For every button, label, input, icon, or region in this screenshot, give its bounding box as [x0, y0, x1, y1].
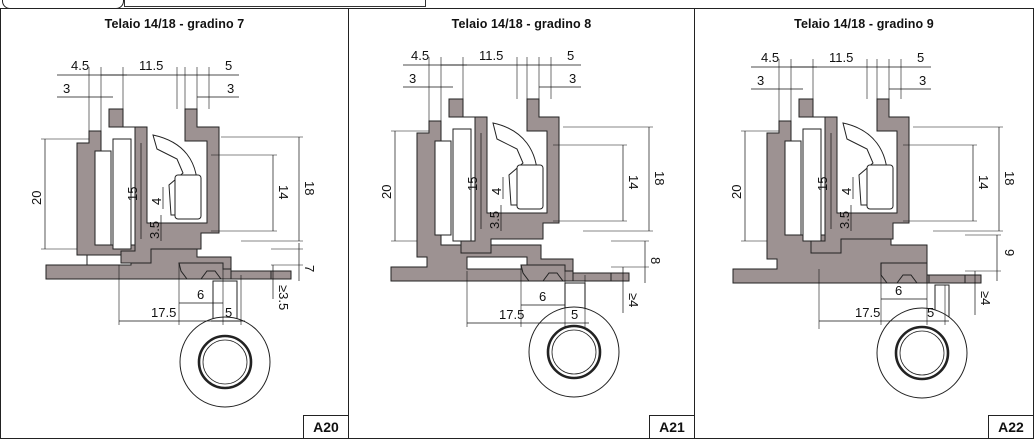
- drawing-panel-a21: Telaio 14/18 - gradino 8: [348, 8, 695, 439]
- sash-profile: [784, 98, 910, 254]
- dim-3-5: 3.5: [147, 221, 162, 239]
- dim-gap: ≥3.5: [276, 285, 291, 310]
- dim-5-top: 5: [567, 48, 574, 63]
- drawing-panel-a20: Telaio 14/18 - gradino 7: [0, 8, 349, 439]
- dim-11-5: 11.5: [829, 50, 853, 65]
- dim-3-5: 3.5: [837, 211, 852, 229]
- dim-3-left: 3: [409, 71, 416, 86]
- dim-3-left: 3: [757, 73, 764, 88]
- dim-3-right: 3: [227, 81, 234, 96]
- dim-3-right: 3: [919, 73, 926, 88]
- dim-4: 4: [489, 188, 504, 195]
- dim-14: 14: [976, 175, 991, 189]
- drawing-code: A21: [649, 415, 695, 439]
- dim-3-left: 3: [63, 81, 70, 96]
- dim-15: 15: [465, 177, 480, 191]
- drawing-code: A22: [988, 415, 1034, 439]
- dim-6: 6: [895, 283, 902, 298]
- dim-20: 20: [729, 185, 744, 199]
- dim-14: 14: [626, 175, 641, 189]
- dim-5-top: 5: [917, 50, 924, 65]
- wheel: [528, 306, 620, 398]
- dim-18: 18: [302, 181, 317, 195]
- dim-3-5: 3.5: [487, 211, 502, 229]
- panel-title: Telaio 14/18 - gradino 8: [451, 17, 592, 31]
- dim-6: 6: [539, 289, 546, 304]
- dimension-lines: [41, 67, 303, 325]
- dim-5-bottom: 5: [571, 307, 578, 322]
- wheel: [179, 316, 271, 408]
- header-label-box: [124, 0, 426, 7]
- dim-6: 6: [197, 287, 204, 302]
- dim-3-right: 3: [569, 71, 576, 86]
- wheel: [876, 307, 968, 399]
- dimension-labels: 4.5 11.5 5 3 3 20 15 14 18 4 3.5 7 ≥3.5 …: [29, 58, 317, 320]
- panel-title: Telaio 14/18 - gradino 7: [104, 17, 245, 31]
- dim-4: 4: [839, 188, 854, 195]
- dim-20: 20: [379, 185, 394, 199]
- dim-5-bottom: 5: [225, 305, 232, 320]
- dim-14: 14: [276, 185, 291, 199]
- dim-step: 7: [302, 265, 317, 272]
- dim-15: 15: [815, 177, 830, 191]
- section-drawing-a22: 4.5 11.5 5 3 3 20 15 14 18 4 3.5 9 ≥4 6 …: [729, 50, 1017, 399]
- dimension-lines: [741, 59, 1003, 329]
- dim-17-5: 17.5: [499, 307, 524, 322]
- dim-15: 15: [125, 187, 140, 201]
- dimension-lines: [391, 57, 653, 327]
- dim-18: 18: [652, 171, 667, 185]
- dim-17-5: 17.5: [855, 305, 880, 320]
- drawing-code: A20: [303, 415, 349, 439]
- dim-4-5: 4.5: [761, 50, 779, 65]
- dim-11-5: 11.5: [139, 58, 163, 73]
- dim-4: 4: [149, 198, 164, 205]
- sash-profile: [94, 108, 220, 264]
- dimension-labels: 4.5 11.5 5 3 3 20 15 14 18 4 3.5 9 ≥4 6 …: [729, 50, 1017, 320]
- dim-gap: ≥4: [978, 291, 993, 305]
- panel-title: Telaio 14/18 - gradino 9: [794, 17, 934, 31]
- dim-4-5: 4.5: [411, 48, 429, 63]
- drawing-panel-a22: Telaio 14/18 - gradino 9: [694, 8, 1034, 439]
- dim-4-5: 4.5: [71, 58, 89, 73]
- dim-step: 9: [1002, 249, 1017, 256]
- dim-20: 20: [29, 191, 44, 205]
- section-drawing-a20: 4.5 11.5 5 3 3 20 15 14 18 4 3.5 7 ≥3.5 …: [29, 58, 317, 408]
- sash-profile: [434, 98, 560, 254]
- dim-5-top: 5: [225, 58, 232, 73]
- dim-18: 18: [1002, 171, 1017, 185]
- dim-5-bottom: 5: [927, 305, 934, 320]
- dim-step: 8: [648, 257, 663, 264]
- section-drawing-a21: 4.5 11.5 5 3 3 20 15 14 18 4 3.5 8 ≥4 6 …: [379, 48, 667, 398]
- dim-11-5: 11.5: [479, 48, 503, 63]
- dimension-labels: 4.5 11.5 5 3 3 20 15 14 18 4 3.5 8 ≥4 6 …: [379, 48, 667, 322]
- dim-17-5: 17.5: [151, 305, 176, 320]
- dim-gap: ≥4: [626, 293, 641, 307]
